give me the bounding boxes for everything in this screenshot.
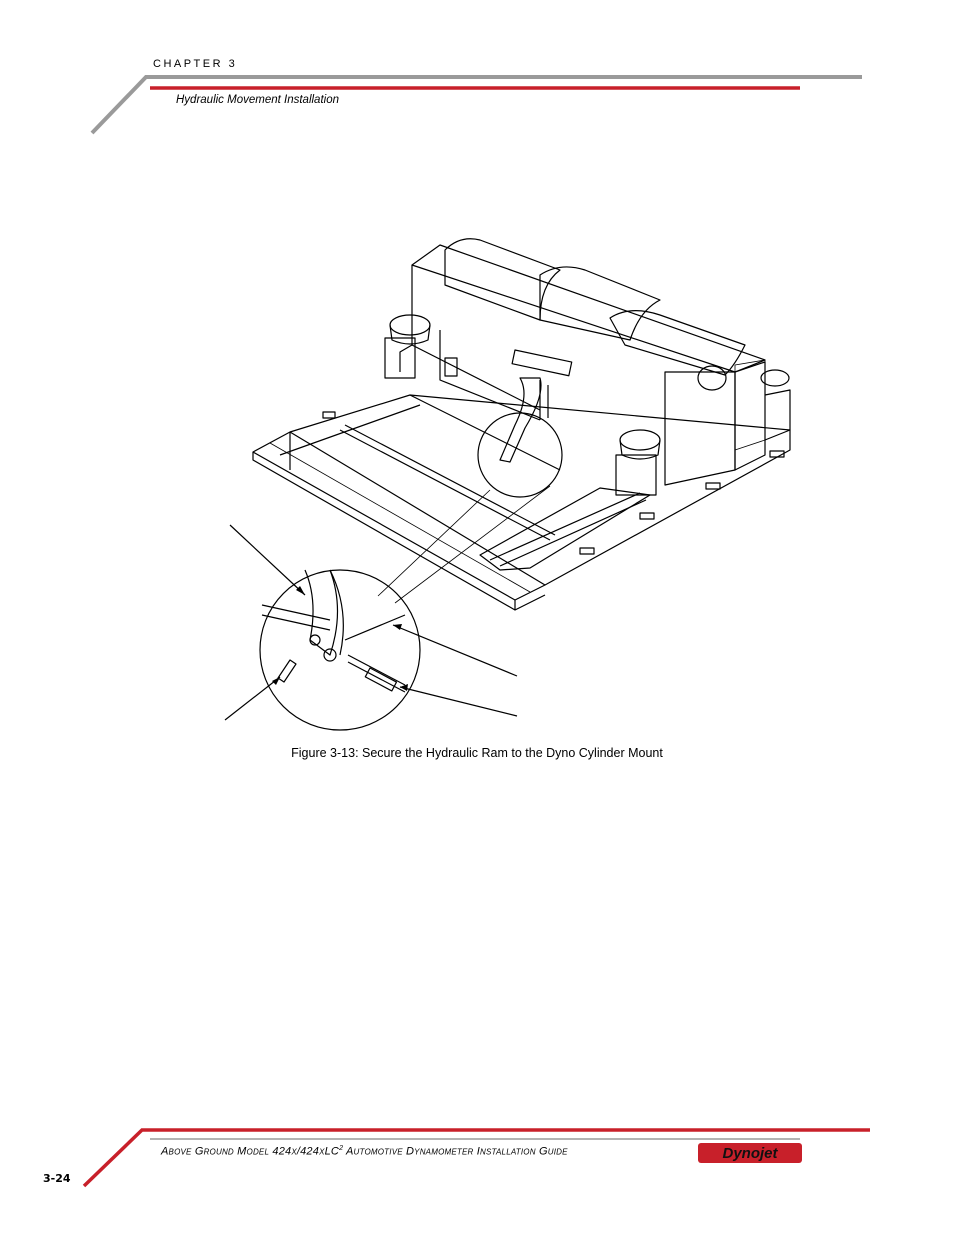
- footer-title-sup: 2: [339, 1145, 344, 1152]
- page-number: 3-24: [43, 1172, 71, 1185]
- figure-caption: Figure 3-13: Secure the Hydraulic Ram to…: [291, 746, 663, 760]
- chapter-label: CHAPTER 3: [153, 58, 238, 70]
- track-plates: [479, 487, 651, 571]
- detail-source-circle: [477, 412, 563, 498]
- logo-text: Dynojet: [722, 1145, 778, 1162]
- detail-zoom-circle: [259, 569, 421, 731]
- zoom-bracket: [304, 569, 339, 656]
- airbag-left: [389, 314, 431, 336]
- leader-arrow-3: [399, 686, 518, 717]
- cabinet-body: [411, 244, 766, 373]
- dynojet-logo: Dynojet: [698, 1143, 802, 1163]
- footer-title-main: Above Ground Model 424x/424xLC: [161, 1145, 340, 1158]
- leader-arrow-4: [224, 676, 281, 721]
- section-title: Hydraulic Movement Installation: [176, 94, 339, 106]
- roller-3: [609, 310, 746, 376]
- roller-2: [539, 266, 661, 341]
- leader-arrow-1: [229, 524, 306, 596]
- end-panel: [664, 371, 736, 486]
- header-gray-rule: [90, 75, 862, 135]
- leader-arrow-2: [392, 624, 518, 677]
- footer-red-rule: [82, 1128, 870, 1188]
- ram-bracket: [499, 377, 542, 463]
- footer-title-rest: Automotive Dynamometer Installation Guid…: [343, 1145, 568, 1158]
- airbag-right: [619, 429, 661, 451]
- footer-title: Above Ground Model 424x/424xLC2 Automoti…: [161, 1145, 568, 1158]
